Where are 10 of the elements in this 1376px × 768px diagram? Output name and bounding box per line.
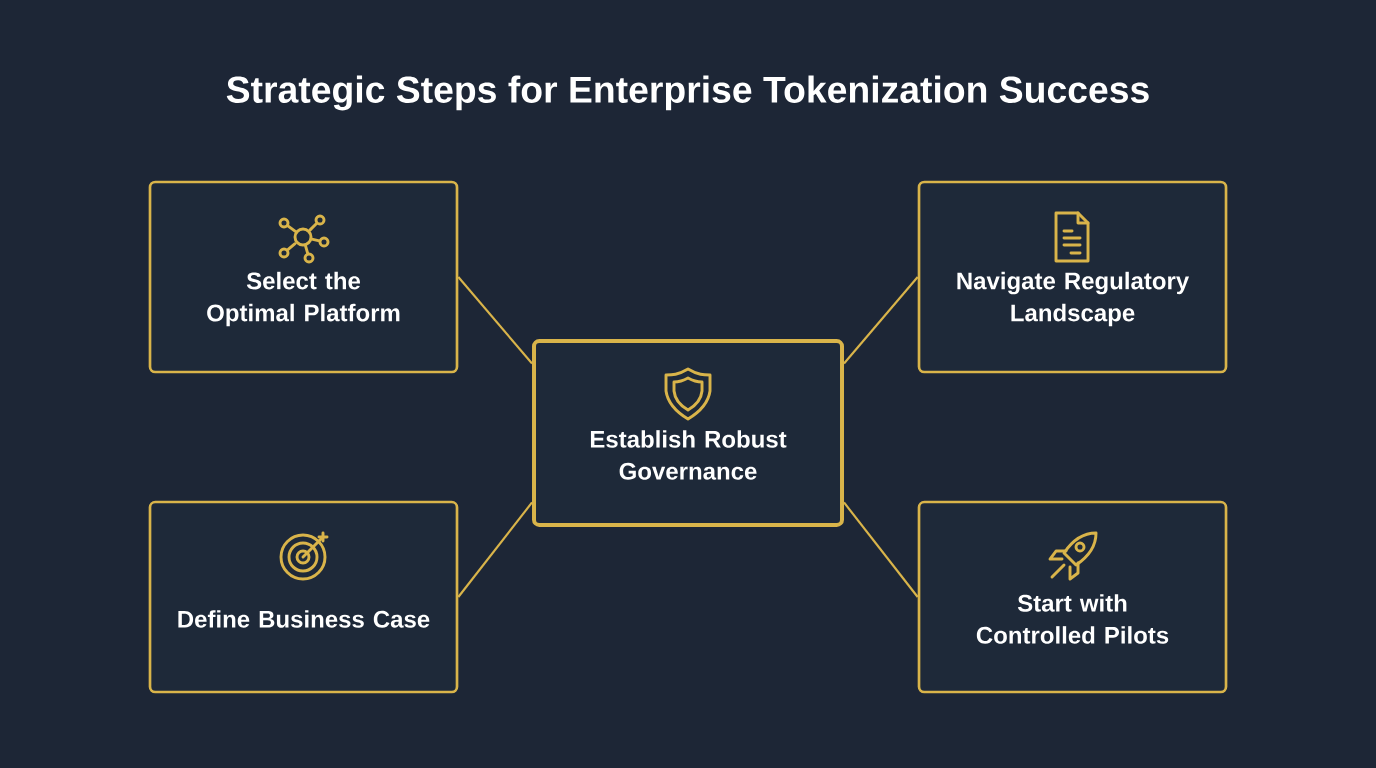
connector-line [457,276,533,365]
step-box: Establish Robust Governance [532,339,844,527]
step-box: Start with Controlled Pilots [917,500,1228,694]
step-box: Navigate Regulatory Landscape [917,180,1228,374]
step-box: Define Business Case [148,500,459,694]
title: Strategic Steps for Enterprise Tokenization Success [226,75,1149,111]
connector-line [843,276,919,365]
connector-line [843,501,919,598]
connector-line [457,501,533,598]
step-box: Select the Optimal Platform [148,180,459,374]
